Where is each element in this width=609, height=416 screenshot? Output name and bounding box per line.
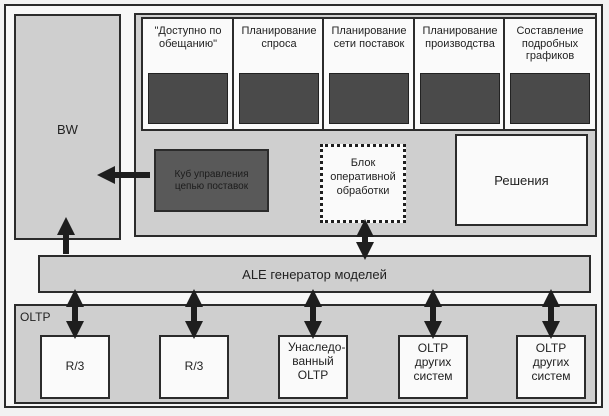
bw-label: BW bbox=[57, 122, 78, 137]
supply-chain-cube: Куб управления цепью поставок bbox=[154, 149, 269, 212]
oltp-system-r3-2: R/3 bbox=[159, 335, 229, 399]
module-shade bbox=[148, 73, 228, 124]
processing-block-label: Блок оперативной обработки bbox=[330, 157, 396, 197]
decisions-block: Решения bbox=[455, 134, 588, 226]
module-title: Планирование сети поставок bbox=[331, 25, 407, 50]
oltp-system-label: R/3 bbox=[184, 359, 204, 373]
supply-chain-cube-label: Куб управления цепью поставок bbox=[174, 169, 249, 192]
module-title: Планирование спроса bbox=[241, 25, 317, 50]
oltp-system-label: OLTP других систем bbox=[531, 341, 571, 383]
module-shade bbox=[239, 73, 319, 124]
oltp-system-label: Унаследо- ванный OLTP bbox=[288, 340, 346, 382]
oltp-system-other-2: OLTP других систем bbox=[516, 335, 586, 399]
module-title: "Доступно по обещанию" bbox=[154, 25, 222, 50]
oltp-system-other-1: OLTP других систем bbox=[398, 335, 468, 399]
module-detailed-scheduling: Составление подробных графиков bbox=[503, 17, 597, 131]
oltp-label: OLTP bbox=[20, 310, 51, 324]
oltp-system-label: OLTP других систем bbox=[413, 341, 453, 383]
module-atp: "Доступно по обещанию" bbox=[141, 17, 235, 131]
module-shade bbox=[329, 73, 409, 124]
module-network-planning: Планирование сети поставок bbox=[322, 17, 416, 131]
module-title: Составление подробных графиков bbox=[516, 25, 584, 63]
oltp-system-legacy: Унаследо- ванный OLTP bbox=[278, 335, 348, 399]
ale-label: ALE генератор моделей bbox=[242, 267, 387, 282]
module-shade bbox=[420, 73, 500, 124]
processing-block: Блок оперативной обработки bbox=[320, 144, 406, 223]
oltp-system-label: R/3 bbox=[65, 359, 85, 373]
bw-block: BW bbox=[14, 14, 121, 240]
module-production-planning: Планирование производства bbox=[413, 17, 507, 131]
module-shade bbox=[510, 73, 590, 124]
module-title: Планирование производства bbox=[422, 25, 498, 50]
decisions-label: Решения bbox=[494, 173, 549, 188]
